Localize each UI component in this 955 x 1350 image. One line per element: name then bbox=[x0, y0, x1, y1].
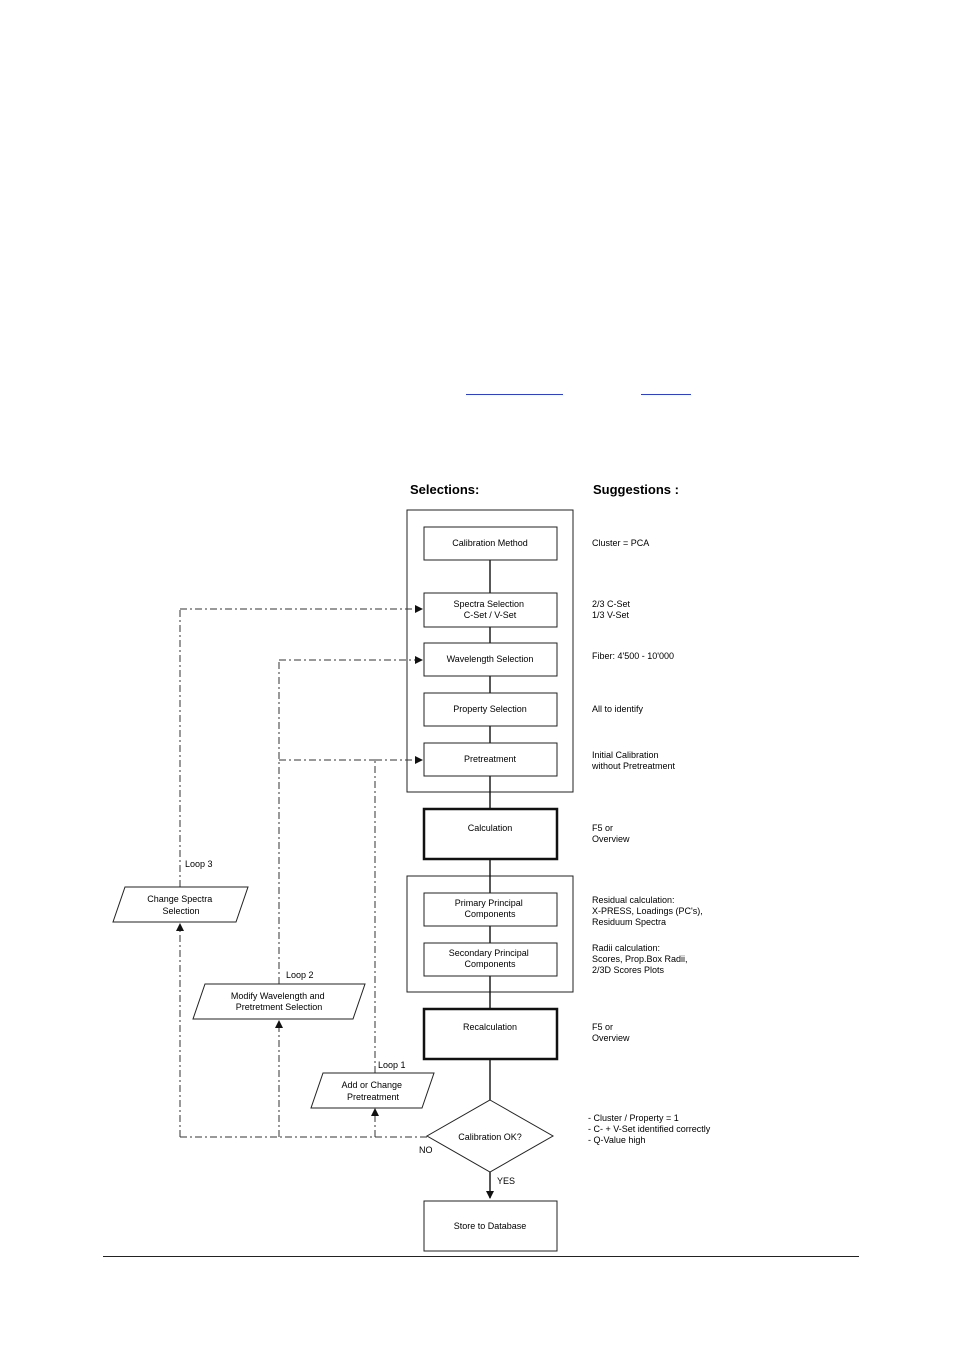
loop-2-label: Loop 2 bbox=[286, 970, 314, 980]
calculation-label: Calculation bbox=[468, 823, 513, 833]
svg-text:Property Selection: Property Selection bbox=[453, 704, 527, 714]
suggestion-calculation: F5 or Overview bbox=[592, 823, 630, 844]
suggestions-column: Cluster = PCA 2/3 C-Set 1/3 V-Set Fiber:… bbox=[588, 538, 713, 1145]
calculation-box[interactable]: Calculation bbox=[422, 807, 559, 861]
hyperlink-underline-2[interactable] bbox=[641, 394, 691, 395]
secondary-pc-sublabel: Components bbox=[464, 959, 516, 969]
suggestion-primary-pc: Residual calculation: X-PRESS, Loadings … bbox=[592, 895, 705, 927]
decision-no-label: NO bbox=[419, 1145, 433, 1155]
decision-yes-label: YES bbox=[497, 1176, 515, 1186]
svg-text:Calibration OK?: Calibration OK? bbox=[458, 1132, 522, 1142]
svg-text:Spectra Selection C-Set: Spectra Selection C-Set / V-Set bbox=[453, 599, 526, 620]
change-spectra-label: Change Spectra bbox=[147, 894, 212, 904]
secondary-pc-box[interactable]: Secondary Principal Components bbox=[423, 942, 558, 977]
property-selection-box[interactable]: Property Selection bbox=[423, 692, 558, 727]
modify-wavelength-box[interactable]: Modify Wavelength and Pretretment Select… bbox=[192, 983, 366, 1020]
suggestion-decision: - Cluster / Property = 1 - C- + V-Set id… bbox=[588, 1113, 713, 1145]
secondary-pc-label: Secondary Principal bbox=[449, 948, 529, 958]
pretreatment-box[interactable]: Pretreatment bbox=[423, 742, 558, 777]
pretreatment-label: Pretreatment bbox=[464, 754, 517, 764]
loop-connectors bbox=[176, 605, 427, 1138]
suggestion-wavelength-selection: Fiber: 4'500 - 10'000 bbox=[592, 651, 674, 661]
svg-text:Primary Principal Compon: Primary Principal Components bbox=[455, 898, 526, 919]
wavelength-selection-box[interactable]: Wavelength Selection bbox=[423, 642, 558, 677]
svg-text:Modify Wavelength and Pr: Modify Wavelength and Pretretment Select… bbox=[231, 991, 327, 1012]
spectra-selection-label: Spectra Selection bbox=[453, 599, 524, 609]
loop-1-label: Loop 1 bbox=[378, 1060, 406, 1070]
primary-pc-sublabel: Components bbox=[464, 909, 516, 919]
recalculation-label: Recalculation bbox=[463, 1022, 517, 1032]
svg-text:Change Spectra Selection: Change Spectra Selection bbox=[147, 894, 215, 916]
selections-header: Selections: bbox=[410, 482, 479, 497]
page-footer-rule bbox=[103, 1256, 859, 1257]
add-pretreatment-sublabel: Pretreatment bbox=[347, 1092, 400, 1102]
add-pretreatment-label: Add or Change bbox=[341, 1080, 402, 1090]
calibration-method-label: Calibration Method bbox=[452, 538, 528, 548]
modify-wavelength-sublabel: Pretretment Selection bbox=[236, 1002, 323, 1012]
suggestion-pretreatment: Initial Calibration without Pretreatment bbox=[591, 750, 676, 771]
modify-wavelength-label: Modify Wavelength and bbox=[231, 991, 325, 1001]
svg-text:Pretreatment: Pretreatment bbox=[464, 754, 517, 764]
suggestion-calibration-method: Cluster = PCA bbox=[592, 538, 649, 548]
store-database-box[interactable]: Store to Database bbox=[423, 1200, 558, 1252]
svg-text:Recalculation: Recalculation bbox=[463, 1022, 517, 1032]
calibration-ok-decision[interactable]: Calibration OK? bbox=[425, 1099, 555, 1173]
svg-text:Wavelength Selection: Wavelength Selection bbox=[447, 654, 534, 664]
suggestion-property-selection: All to identify bbox=[592, 704, 644, 714]
spectra-selection-box[interactable]: Spectra Selection C-Set / V-Set bbox=[423, 592, 558, 628]
calibration-method-box[interactable]: Calibration Method bbox=[423, 526, 558, 561]
primary-pc-box[interactable]: Primary Principal Components bbox=[423, 892, 558, 927]
add-pretreatment-box[interactable]: Add or Change Pretreatment bbox=[310, 1072, 435, 1109]
store-database-label: Store to Database bbox=[454, 1221, 527, 1231]
svg-text:Calculation: Calculation bbox=[468, 823, 513, 833]
decision-label: Calibration OK? bbox=[458, 1132, 522, 1142]
svg-text:Add or Change Pretreatme: Add or Change Pretreatment bbox=[341, 1080, 404, 1102]
svg-text:Store to Database: Store to Database bbox=[454, 1221, 527, 1231]
property-selection-label: Property Selection bbox=[453, 704, 527, 714]
spectra-selection-sublabel: C-Set / V-Set bbox=[464, 610, 517, 620]
wavelength-selection-label: Wavelength Selection bbox=[447, 654, 534, 664]
suggestion-recalculation: F5 or Overview bbox=[592, 1022, 630, 1043]
suggestion-spectra-selection: 2/3 C-Set 1/3 V-Set bbox=[592, 599, 633, 620]
change-spectra-box[interactable]: Change Spectra Selection bbox=[112, 886, 249, 923]
recalculation-box[interactable]: Recalculation bbox=[422, 1007, 559, 1061]
suggestions-header: Suggestions : bbox=[593, 482, 679, 497]
loop-3-label: Loop 3 bbox=[185, 859, 213, 869]
primary-pc-label: Primary Principal bbox=[455, 898, 523, 908]
svg-text:Secondary Principal Comp: Secondary Principal Components bbox=[449, 948, 532, 969]
hyperlink-underline-1[interactable] bbox=[466, 394, 563, 395]
suggestion-secondary-pc: Radii calculation: Scores, Prop.Box Radi… bbox=[592, 943, 690, 975]
svg-text:Calibration Method: Calibration Method bbox=[452, 538, 528, 548]
change-spectra-sublabel: Selection bbox=[162, 906, 199, 916]
